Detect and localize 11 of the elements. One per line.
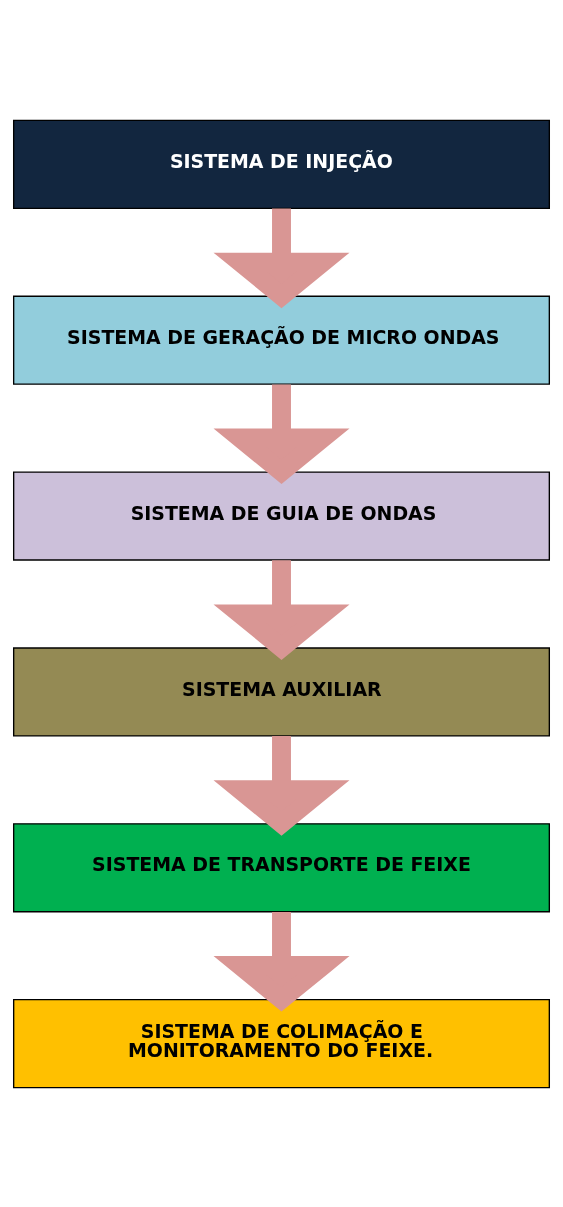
arrow bbox=[213, 735, 350, 836]
arrow bbox=[213, 911, 350, 1012]
node-box: SISTEMA DE GUIA DE ONDAS bbox=[13, 470, 550, 561]
node-box: SISTEMA DE COLIMAÇÃO E MONITORAMENTO DO FEIXE. bbox=[13, 998, 550, 1088]
arrow bbox=[213, 559, 350, 660]
node-box: SISTEMA DE GERAÇÃO DE MICRO ONDAS bbox=[13, 295, 550, 385]
node-box: SISTEMA AUXILIAR bbox=[13, 646, 550, 737]
node-box: SISTEMA DE TRANSPORTE DE FEIXE bbox=[13, 822, 550, 912]
node-box: SISTEMA DE INJEÇÃO bbox=[13, 119, 550, 209]
arrow bbox=[213, 208, 350, 308]
arrow bbox=[213, 383, 350, 484]
